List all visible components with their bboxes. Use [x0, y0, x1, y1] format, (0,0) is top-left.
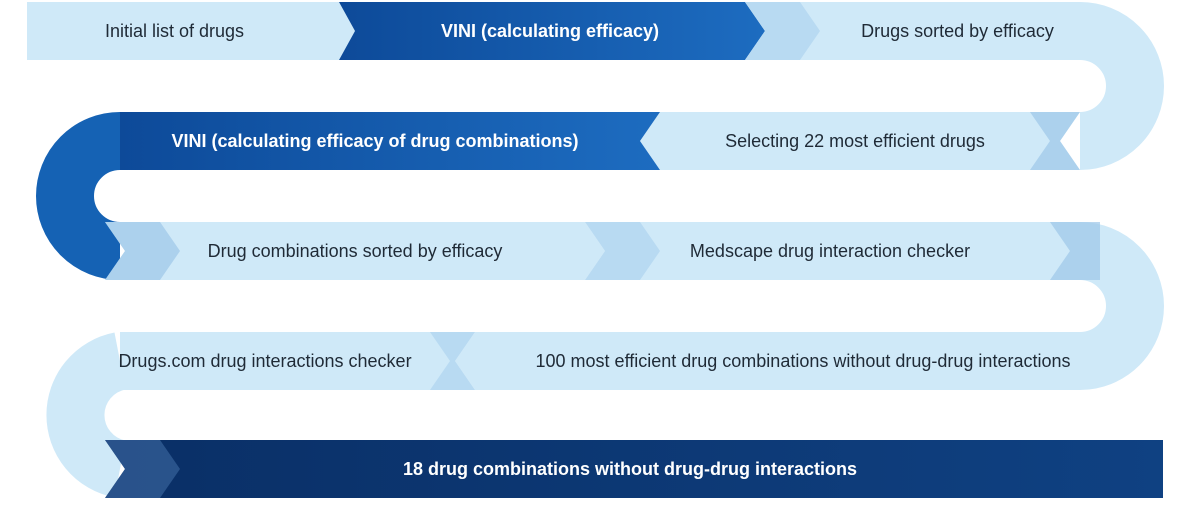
step-label-combinations-sorted: Drug combinations sorted by efficacy	[207, 240, 503, 261]
step-label-initial-list: Initial list of drugs	[104, 20, 245, 41]
arrow-shade-row3-left	[105, 222, 180, 280]
step-box-medscape	[585, 222, 1080, 280]
step-box-100-most-efficient	[455, 332, 1080, 390]
step-box-18-combinations	[105, 440, 1163, 498]
step-box-vini-efficacy	[339, 2, 765, 60]
step-box-initial-list	[27, 2, 355, 60]
turn-left-1	[36, 112, 122, 280]
step-label-drugs-com: Drugs.com drug interactions checker	[118, 350, 412, 371]
turn-left-2	[46, 332, 127, 498]
step-box-vini-combinations	[120, 112, 660, 170]
arrow-shade-row3-mid	[585, 222, 660, 280]
arrow-shade-row2-right	[1030, 112, 1080, 170]
step-label-medscape: Medscape drug interaction checker	[689, 240, 971, 261]
turn-right-1	[1078, 2, 1164, 170]
step-box-selecting-22	[640, 112, 1080, 170]
step-box-drugs-sorted	[745, 2, 1080, 60]
step-label-vini-efficacy: VINI (calculating efficacy)	[440, 20, 660, 41]
turn-right-2	[1078, 222, 1164, 390]
arrow-shade-row1	[745, 2, 820, 60]
step-label-vini-combinations: VINI (calculating efficacy of drug combi…	[171, 130, 579, 151]
step-label-drugs-sorted: Drugs sorted by efficacy	[861, 20, 1054, 41]
step-label-18-combinations: 18 drug combinations without drug-drug i…	[403, 458, 857, 479]
arrow-shade-row4-mid	[430, 332, 475, 390]
step-label-100-most-efficient: 100 most efficient drug combinations wit…	[535, 350, 1071, 371]
step-label-selecting-22: Selecting 22 most efficient drugs	[725, 130, 985, 151]
arrow-shade-row5-left	[105, 440, 180, 498]
arrow-shade-row3-right	[1050, 222, 1100, 280]
step-box-combinations-sorted	[105, 222, 605, 280]
step-box-drugs-com	[120, 332, 475, 390]
